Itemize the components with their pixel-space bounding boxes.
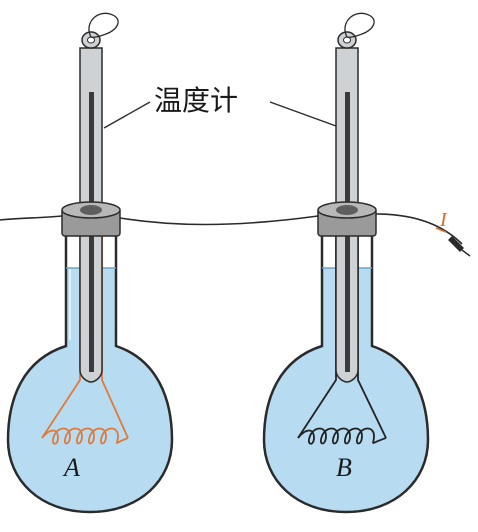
- stopper-b: [317, 201, 377, 237]
- thermometer-b-string: [344, 12, 375, 39]
- leader-line-left: [103, 101, 151, 129]
- wire-between-flasks: [119, 215, 319, 226]
- flask-b-label: B: [336, 453, 352, 482]
- thermometer-label: 温度计: [154, 84, 238, 117]
- current-arrow: [435, 227, 447, 233]
- current-label: I: [439, 209, 448, 231]
- flask-a-label: A: [62, 453, 80, 482]
- wire-right-lead: [375, 213, 463, 245]
- plug-tip: [448, 236, 471, 257]
- wire-left-lead: [0, 215, 63, 221]
- leader-line-right: [269, 101, 337, 127]
- circuit-wires: [0, 213, 463, 245]
- flask-a-liquid: [8, 268, 172, 512]
- flask-a-glass: [6, 232, 174, 514]
- flask-b-glass: [262, 232, 430, 514]
- thermometer-a-string: [88, 12, 119, 39]
- flask-a: A: [6, 12, 174, 514]
- stopper-a: [61, 201, 121, 237]
- flask-b: B: [262, 12, 430, 514]
- flask-b-liquid: [264, 268, 428, 512]
